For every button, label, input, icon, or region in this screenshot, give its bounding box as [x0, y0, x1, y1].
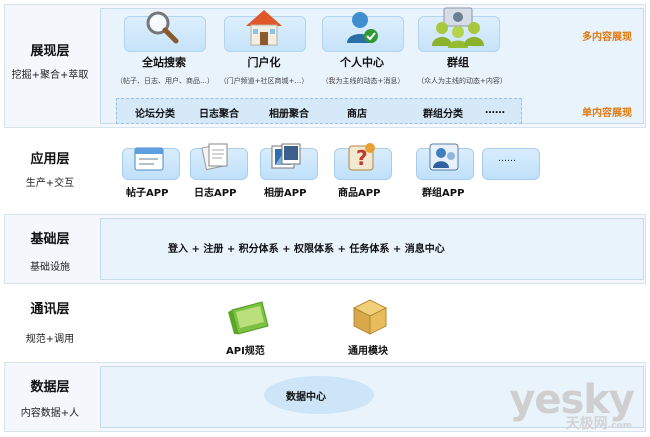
green-folder-icon[interactable] — [228, 296, 272, 336]
foundation-layer-subtitle: 基础设施 — [30, 262, 70, 273]
documents-icon — [201, 143, 228, 171]
card-personal-center-title: 个人中心 — [340, 56, 384, 69]
browser-window-icon — [134, 147, 164, 171]
magnifier-icon — [146, 11, 179, 44]
data-layer-subtitle: 内容数据+人 — [20, 408, 80, 419]
app-more-placeholder: …… — [498, 154, 516, 164]
watermark-sub-text: 天极网 — [565, 416, 608, 432]
card-group-title: 群组 — [447, 56, 469, 69]
band-item-more: …… — [485, 105, 505, 116]
application-layer-subtitle: 生产+交互 — [25, 178, 75, 189]
svg-text:?: ? — [356, 146, 368, 170]
app-label-post: 帖子APP — [126, 188, 169, 199]
box-icon[interactable] — [350, 296, 390, 336]
api-spec-label: API规范 — [226, 346, 265, 357]
communication-layer-background — [4, 290, 646, 356]
watermark-main: yesky — [509, 377, 635, 423]
shopping-help-icon: ? — [348, 143, 375, 171]
band-item-group-category[interactable]: 群组分类 — [423, 109, 463, 120]
band-item-shop[interactable]: 商店 — [347, 109, 367, 120]
card-portal-title: 门户化 — [247, 56, 281, 69]
house-icon — [246, 10, 282, 46]
card-portal-desc: （门户频道+社区商城+…） — [219, 77, 309, 85]
user-check-icon — [347, 12, 378, 43]
watermark-sub: 天极网.com — [566, 413, 632, 433]
foundation-layer-title: 基础层 — [30, 232, 70, 247]
presentation-layer-title: 展现层 — [30, 44, 70, 59]
application-layer-title: 应用层 — [30, 152, 70, 167]
app-label-album: 相册APP — [264, 188, 307, 199]
communication-layer-subtitle: 规范+调用 — [25, 334, 75, 345]
data-center-ellipse[interactable] — [264, 376, 374, 414]
group-icon — [432, 7, 484, 48]
band-item-album-aggregation[interactable]: 相册聚合 — [269, 109, 309, 120]
foundation-services: 登入 + 注册 + 积分体系 + 权限体系 + 任务体系 + 消息中心 — [168, 244, 445, 255]
watermark-suffix: .com — [607, 421, 632, 431]
card-personal-center-desc: （我为主线的动态+消息） — [321, 77, 405, 85]
communication-layer-title: 通讯层 — [30, 302, 70, 317]
card-site-search-title: 全站搜索 — [142, 56, 186, 69]
aggregation-band: 论坛分类 日志聚合 相册聚合 商店 群组分类 …… — [116, 98, 522, 124]
yesky-watermark: yesky — [509, 377, 635, 423]
photo-album-icon — [271, 143, 301, 169]
foundation-panel — [100, 218, 644, 280]
app-card-more — [482, 148, 540, 180]
app-label-goods: 商品APP — [338, 188, 381, 199]
presentation-layer: 展现层 挖掘+聚合+萃取 全站搜索 （帖子、日志、用户、商品…） 门户化 （门户… — [4, 4, 646, 128]
band-item-log-aggregation[interactable]: 日志聚合 — [199, 109, 239, 120]
app-label-group: 群组APP — [422, 188, 465, 199]
multi-content-label: 多内容展现 — [582, 32, 632, 43]
people-app-icon — [429, 143, 459, 171]
communication-layer: 通讯层 规范+调用 API规范 通用模块 — [4, 290, 646, 357]
card-group-desc: （众人为主线的动态+内容） — [417, 77, 507, 85]
app-label-log: 日志APP — [194, 188, 237, 199]
band-item-forum-category[interactable]: 论坛分类 — [135, 109, 175, 120]
single-content-label: 单内容展现 — [582, 108, 632, 119]
foundation-layer: 基础层 基础设施 登入 + 注册 + 积分体系 + 权限体系 + 任务体系 + … — [4, 214, 646, 284]
presentation-layer-subtitle: 挖掘+聚合+萃取 — [11, 70, 89, 81]
application-layer-background — [4, 134, 646, 206]
data-center-label: 数据中心 — [286, 392, 326, 403]
application-layer: 应用层 生产+交互 帖子APP 日志APP 相册APP ? 商品APP — [4, 134, 646, 206]
data-layer: 数据层 内容数据+人 数据中心 — [4, 362, 646, 432]
data-layer-title: 数据层 — [30, 380, 70, 395]
card-site-search-desc: （帖子、日志、用户、商品…） — [116, 77, 214, 85]
common-module-label: 通用模块 — [348, 346, 388, 357]
